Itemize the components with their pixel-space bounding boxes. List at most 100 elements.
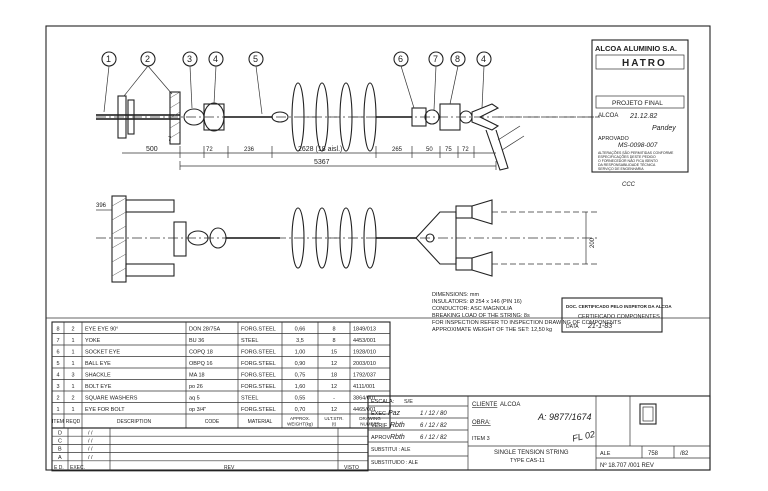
bom-cell-weight: 1,00 (295, 349, 306, 355)
bom-cell-dwg: 4465/001 (353, 407, 376, 413)
bom-cell-qty: 2 (71, 395, 74, 401)
revision-letter: A (58, 455, 62, 461)
note-5: FOR INSPECTION REFER TO INSPECTION DRAWI… (432, 320, 621, 326)
bom-cell-mat: FORG.STEEL (241, 361, 276, 367)
revision-footer-ed: E D. (54, 465, 64, 471)
balloon-7: 7 (428, 51, 444, 67)
bom-cell-code: COPQ 18 (189, 349, 213, 355)
bom-head-ult-2: (t) (332, 422, 337, 427)
approval-stamp: ALCOA ALUMINIO S.A. HATRO PROJETO FINAL … (591, 39, 689, 188)
bom-cell-qty: 1 (71, 407, 74, 413)
bom-cell-code: OBPQ 16 (189, 361, 213, 367)
bom-cell-dwg: 1849/013 (353, 326, 376, 332)
num-82: /82 (680, 451, 689, 457)
bom-cell-ult: 18 (331, 372, 337, 378)
aprov-label: APROV (371, 435, 391, 441)
dim-5367: 5367 (314, 159, 330, 166)
bom-cell-weight: 0,70 (295, 407, 306, 413)
bom-head-item: ITEM (52, 419, 64, 425)
svg-text:6: 6 (398, 54, 403, 64)
title-block: ESCALA: S/E EXEC Paz 1 / 12 / 80 VERIF R… (367, 395, 711, 471)
bom-cell-dwg: 3864/001 (353, 395, 376, 401)
dim-2628: 2628 (18 aisl.) (298, 146, 342, 153)
num-758: 758 (648, 451, 659, 457)
escala-label: ESCALA: (371, 399, 395, 405)
stamp-date: 21.12.82 (629, 113, 657, 120)
stamp2-date: 21-1-83 (587, 323, 612, 330)
balloon-3: 3 (182, 51, 198, 67)
stamp2-line2: CERTIFICADO COMPONENTES (578, 314, 660, 320)
svg-text:3: 3 (187, 54, 192, 64)
stamp-small-1: ALTERAÇÕES SÃO PERMITIDAS CONFORME (598, 150, 674, 155)
stamp-aprovado: APROVADO (598, 136, 629, 142)
bom-cell-dwg: 2003/010 (353, 361, 376, 367)
bom-cell-ult: 12 (331, 407, 337, 413)
revision-date: / / (88, 430, 93, 436)
bom-cell-ult: 15 (331, 349, 337, 355)
bom-cell-code: op 3/4" (189, 407, 206, 413)
stamp-sig: Pandey (652, 125, 676, 132)
bom-cell-desc: BOLT EYE (85, 384, 112, 390)
notes: DIMENSIONS: mm INSULATORS: Ø 254 x 146 (… (432, 292, 621, 333)
balloon-2: 2 (140, 51, 156, 67)
svg-text:7: 7 (433, 54, 438, 64)
bom-cell-desc: SOCKET EYE (85, 349, 120, 355)
escala-value: S/E (404, 399, 413, 405)
bom-cell-desc: SQUARE WASHERS (85, 395, 138, 401)
stamp-small-5: SERVIÇO DE ENGENHARIA (598, 167, 644, 171)
verif-label: VERIF (371, 423, 388, 429)
revision-row: A/ / (58, 455, 93, 461)
svg-text:8: 8 (455, 54, 460, 64)
bom-cell-code: BU 36 (189, 338, 204, 344)
exec-label: EXEC (371, 411, 386, 417)
note-4: BREAKING LOAD OF THE STRING: 8s (432, 313, 530, 319)
bom-cell-desc: EYE FOR BOLT (85, 407, 125, 413)
svg-text:5: 5 (253, 54, 258, 64)
bom-head-qty: REQD (66, 419, 81, 425)
note-6: APPROXIMATE WEIGHT OF THE SET: 12,50 kg (432, 327, 552, 333)
bom-cell-item: 5 (56, 361, 59, 367)
stamp-final: PROJETO FINAL (612, 100, 663, 107)
bom-cell-weight: 3,5 (296, 338, 304, 344)
bom-cell-desc: SHACKLE (85, 372, 111, 378)
bom-cell-item: 4 (56, 372, 59, 378)
revision-date: / / (88, 439, 93, 445)
title-line-2: TYPE CAS-11 (510, 458, 545, 464)
balloon-1: 1 (101, 51, 117, 67)
bom-cell-mat: FORG.STEEL (241, 384, 276, 390)
svg-text:4: 4 (213, 54, 218, 64)
dim-265: 265 (392, 147, 403, 153)
bom-cell-qty: 2 (71, 326, 74, 332)
bom-cell-mat: FORG.STEEL (241, 372, 276, 378)
bom-head-weight-2: WEIGHT(kg) (287, 422, 313, 427)
bom-head-weight: APPROX. (290, 416, 310, 421)
bom-cell-qty: 1 (71, 361, 74, 367)
verif-date: 6 / 12 / 82 (420, 423, 447, 429)
note-2: INSULATORS: Ø 254 x 146 (PIN 16) (432, 299, 522, 305)
item-label: ITEM 3 (472, 436, 490, 442)
bom-cell-item: 6 (56, 349, 59, 355)
substitui-label: SUBSTITUI : ALE (371, 447, 411, 453)
revision-footer-exec: EXEC. (70, 465, 85, 471)
bom-cell-code: DON 28/75A (189, 326, 221, 332)
bom-cell-dwg: 4111/001 (353, 384, 375, 390)
revision-row: B/ / (58, 447, 93, 453)
bom-cell-code: po 26 (189, 384, 203, 390)
bom-cell-weight: 0,55 (295, 395, 306, 401)
dim-7: 7 (168, 137, 172, 143)
bom-cell-ult: - (333, 395, 335, 401)
ale-label: ALE (600, 451, 611, 457)
bom-cell-code: aq 5 (189, 395, 200, 401)
bom-cell-ult: 8 (332, 326, 335, 332)
bom-cell-mat: STEEL (241, 338, 258, 344)
bom-cell-ult: 12 (331, 361, 337, 367)
dim-50: 50 (426, 147, 433, 153)
cliente-label: CLIENTE (472, 402, 497, 408)
bom-cell-weight: 0,66 (295, 326, 306, 332)
company-logo (639, 403, 657, 425)
